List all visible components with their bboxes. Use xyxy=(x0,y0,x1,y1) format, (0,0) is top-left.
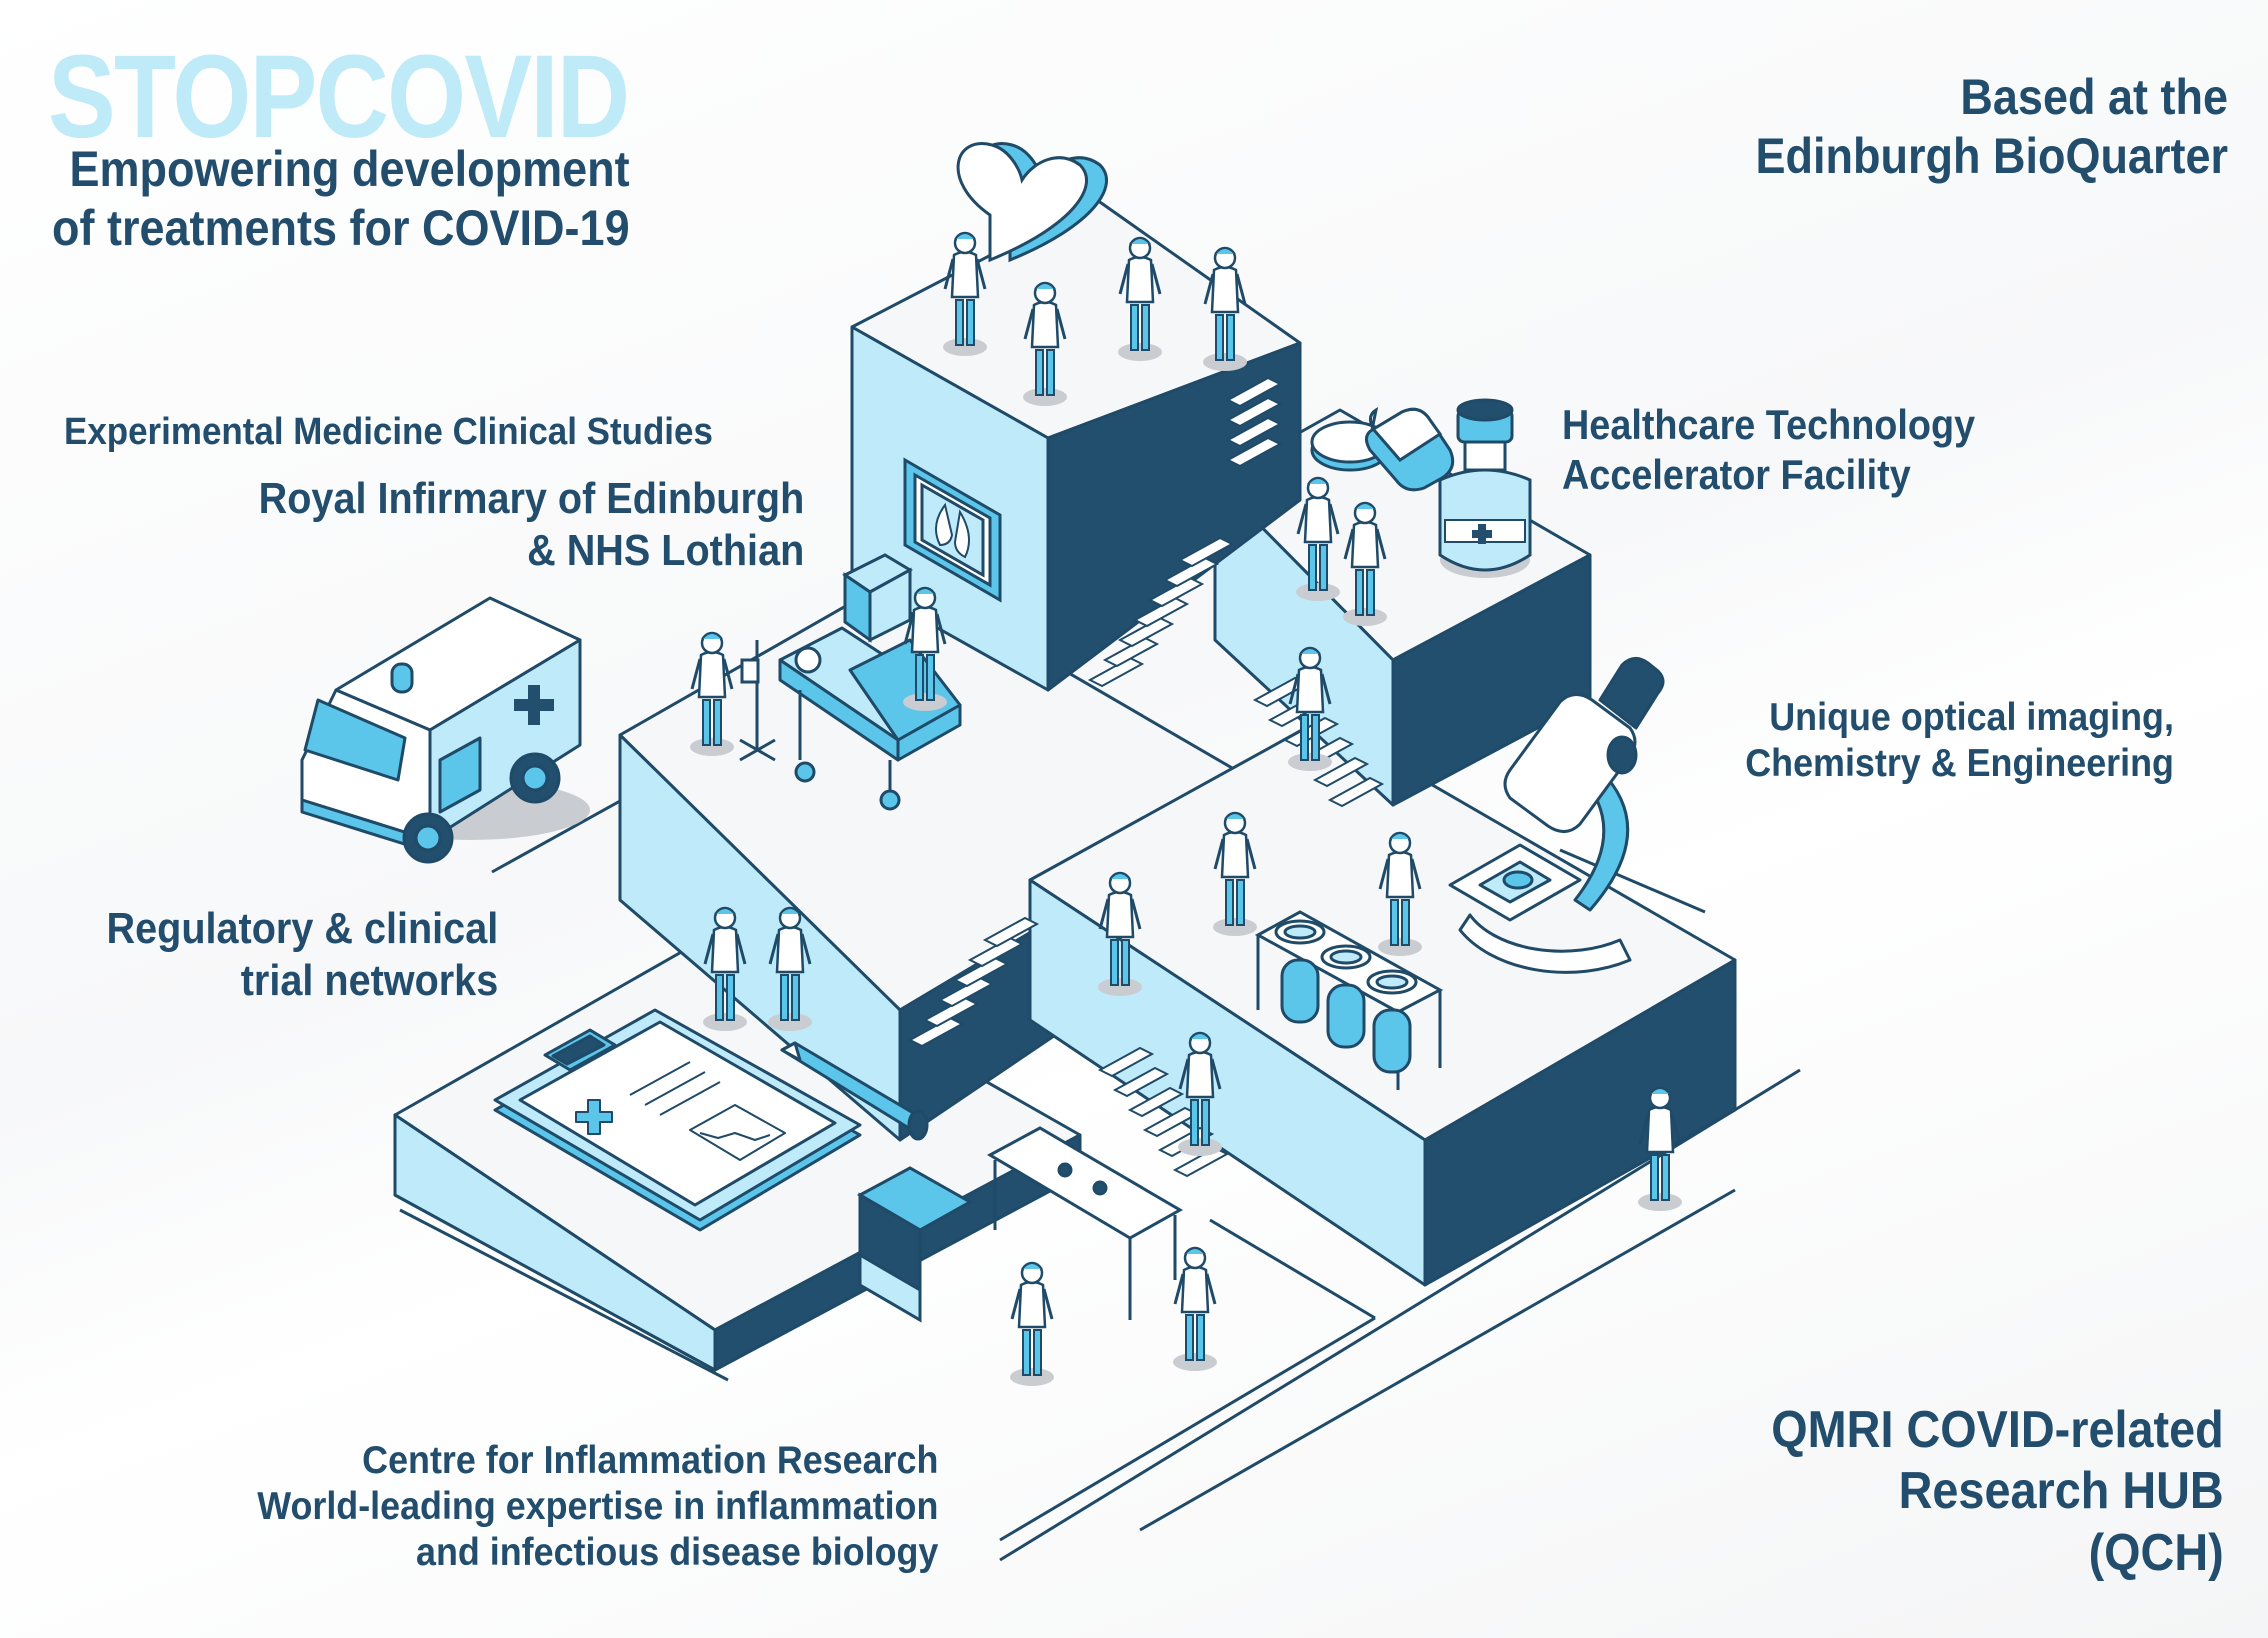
royal-infirmary-label: Royal Infirmary of Edinburgh & NHS Lothi… xyxy=(258,473,804,577)
pencil-icon xyxy=(780,1041,929,1141)
inflammation-line-2: World-leading expertise in inflammation xyxy=(256,1485,938,1529)
research-hub-label: QMRI COVID-related Research HUB (QCH) xyxy=(1772,1400,2224,1584)
experimental-medicine-title: Experimental Medicine Clinical Studies xyxy=(64,411,713,453)
research-hub-line-3: (QCH) xyxy=(2088,1523,2224,1582)
lung-xray-icon xyxy=(903,457,1002,603)
location-line-1: Based at the xyxy=(1960,69,2228,125)
tagline: Empowering development of treatments for… xyxy=(52,140,630,258)
heart-icon xyxy=(956,142,1108,263)
tagline-line-2: of treatments for COVID-19 xyxy=(52,200,630,256)
healthcare-platform xyxy=(1213,408,1592,807)
tagline-line-1: Empowering development xyxy=(69,141,630,197)
medicine-bottle-icon xyxy=(1438,398,1532,578)
royal-infirmary-line-1: Royal Infirmary of Edinburgh xyxy=(258,474,804,523)
optical-imaging-label: Unique optical imaging, Chemistry & Engi… xyxy=(1745,695,2174,787)
inflammation-line-1: Centre for Inflammation Research xyxy=(361,1439,938,1482)
inflammation-line-3: and infectious disease biology xyxy=(415,1531,938,1575)
healthcare-technology-line-2: Accelerator Facility xyxy=(1562,450,1911,498)
regulatory-label: Regulatory & clinical trial networks xyxy=(106,903,498,1007)
optical-imaging-line-1: Unique optical imaging, xyxy=(1769,696,2174,739)
clipboard-icon xyxy=(493,1008,862,1232)
location-line-2: Edinburgh BioQuarter xyxy=(1755,128,2229,184)
regulatory-line-2: trial networks xyxy=(240,955,498,1005)
iv-stand-icon xyxy=(739,640,776,762)
fume-hood-icon xyxy=(856,1166,974,1323)
ambulance-icon xyxy=(300,596,590,864)
optical-imaging-line-2: Chemistry & Engineering xyxy=(1745,742,2174,786)
bioreactor-icon xyxy=(1254,910,1444,1090)
stopcovid-logo: STOPCOVID xyxy=(48,31,630,163)
hospital-bed-icon xyxy=(778,626,962,811)
inflammation-research-label: Centre for Inflammation Research World-l… xyxy=(257,1438,938,1576)
royal-infirmary-line-2: & NHS Lothian xyxy=(526,525,804,575)
regulatory-line-1: Regulatory & clinical xyxy=(106,904,498,953)
research-hub-line-2: Research HUB xyxy=(1898,1462,2224,1521)
location-label: Based at the Edinburgh BioQuarter xyxy=(1756,68,2229,186)
healthcare-technology-line-1: Healthcare Technology xyxy=(1562,401,1976,448)
research-hub-line-1: QMRI COVID-related xyxy=(1771,1401,2224,1459)
lab-bench-icon xyxy=(986,1126,1184,1320)
bedside-cart-icon xyxy=(842,553,914,643)
healthcare-technology-label: Healthcare Technology Accelerator Facili… xyxy=(1562,400,1975,499)
microscope-icon xyxy=(1448,657,1665,974)
